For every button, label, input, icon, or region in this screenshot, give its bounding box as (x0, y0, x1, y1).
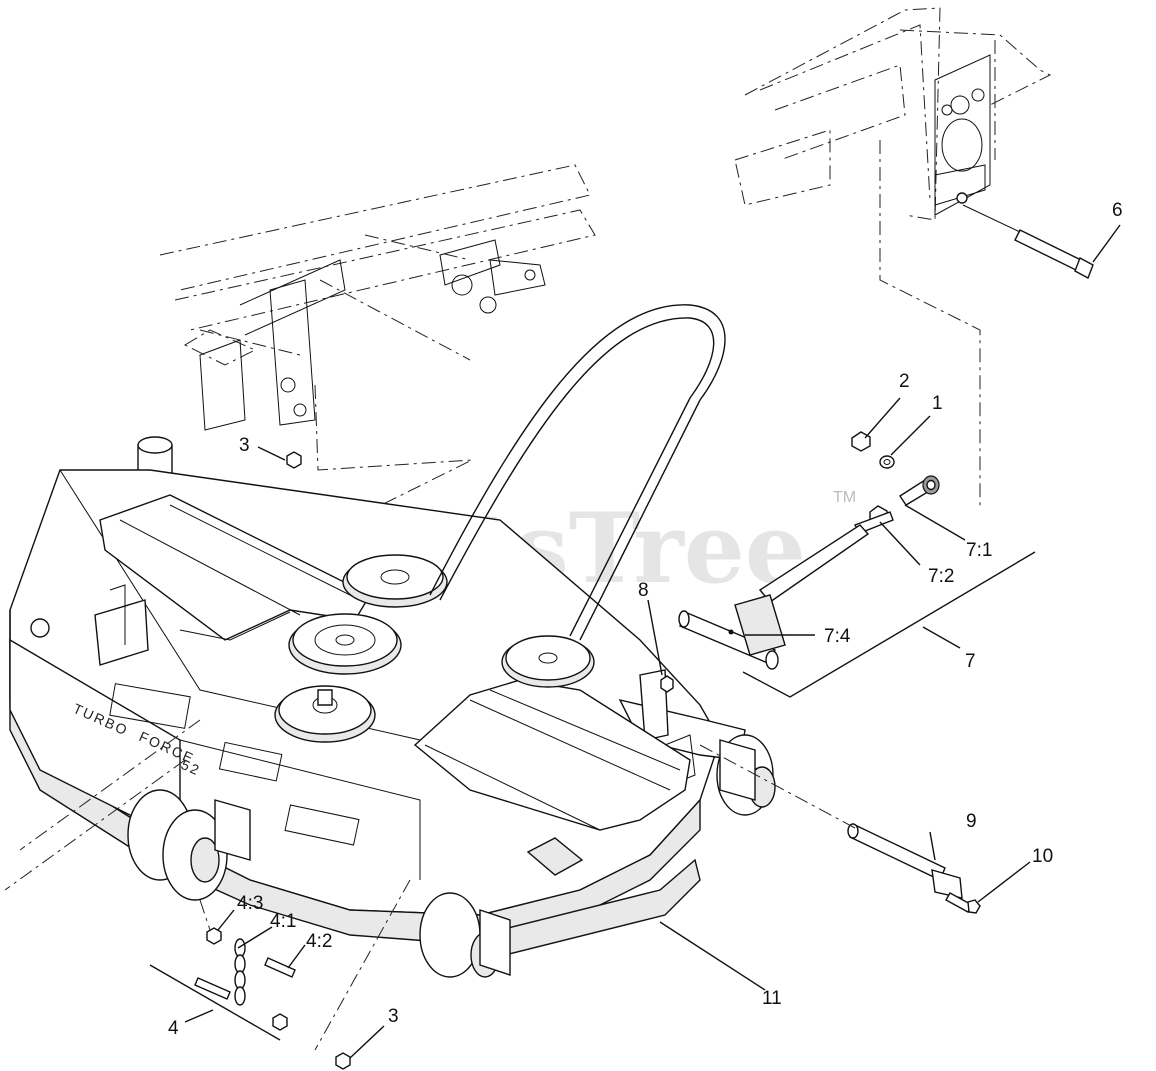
nut-4-3 (206, 927, 222, 945)
phantom-line-left (4, 759, 186, 891)
callout-6: 6 (1112, 200, 1123, 221)
pulley-rear (342, 554, 448, 608)
callout-11: 11 (762, 988, 782, 1009)
callout-4-2: 4:2 (306, 931, 332, 952)
belt-shield-left (99, 494, 371, 641)
bracket-7 (742, 551, 1036, 698)
callout-4-3: 4:3 (237, 893, 263, 914)
lift-arm-7 (678, 511, 894, 670)
nut-3-upper (286, 451, 302, 469)
front-frame (159, 164, 596, 596)
phantom-line-left-2 (19, 719, 201, 851)
rod-end-7-1 (899, 475, 940, 506)
callout-1: 1 (932, 393, 943, 414)
callout-8: 8 (638, 580, 649, 601)
phantom-line-chain (199, 899, 211, 931)
callout-7-4: 7:4 (824, 626, 851, 647)
pulley-right (501, 635, 595, 688)
phantom-line-bottom (314, 879, 411, 1051)
callout-3-upper: 3 (239, 435, 250, 456)
callout-9: 9 (966, 811, 977, 832)
callout-7-1: 7:1 (966, 540, 992, 561)
callouts: 6 2 1 3 7:1 7:2 8 7:4 7 9 10 4:3 4:1 4:2… (168, 200, 1123, 1039)
nut-8 (660, 675, 674, 693)
washer-1 (879, 455, 895, 469)
drive-belt (429, 304, 726, 641)
pulley-left-front (274, 685, 376, 743)
callout-7-2: 7:2 (928, 566, 954, 587)
deck-decal-size: 52 (179, 756, 203, 779)
caster-wheel-right (716, 734, 776, 816)
watermark-trademark: TM (833, 489, 856, 506)
deck-hardware (30, 584, 674, 693)
callout-4-1: 4:1 (270, 911, 296, 932)
chain-kit-4 (149, 927, 296, 1041)
chain-4-1 (234, 938, 246, 1006)
leader-7 (922, 626, 961, 649)
pin-9 (699, 744, 963, 899)
callout-3-lower: 3 (388, 1006, 399, 1027)
callout-2: 2 (899, 371, 910, 392)
bolt-4-2 (264, 957, 296, 978)
bolt-10 (945, 892, 981, 914)
belt-shield-right (413, 679, 691, 831)
caster-wheel-front (419, 892, 511, 978)
bolt-6 (962, 204, 1094, 279)
leader-lines (184, 224, 1121, 1059)
callout-7: 7 (965, 651, 976, 672)
callout-4: 4 (168, 1018, 179, 1039)
frame-bracket-upper (734, 7, 1052, 510)
callout-10: 10 (1032, 846, 1053, 867)
pulley-center (288, 613, 402, 675)
caster-wheel-left (127, 789, 251, 901)
nut-3-lower (335, 1052, 351, 1070)
